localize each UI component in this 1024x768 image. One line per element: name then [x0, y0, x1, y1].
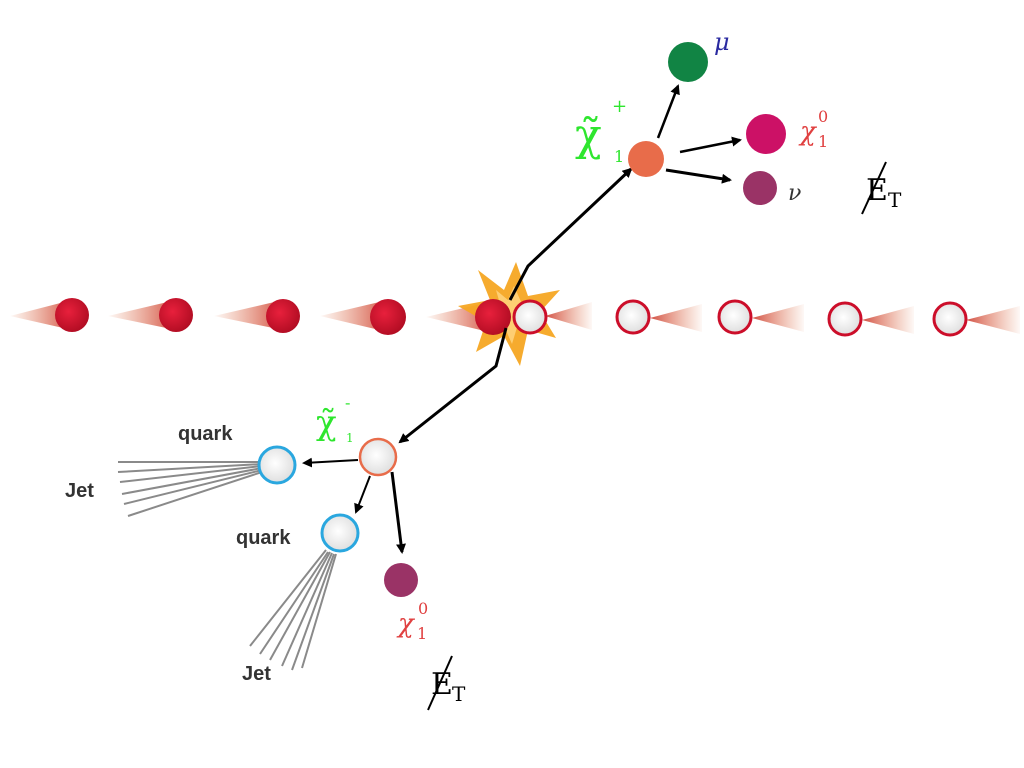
neutralino-label-bottom: χ 1 0 [396, 599, 428, 643]
neutralino-particle-top [746, 114, 786, 154]
missing-et-label-top: E T [861, 161, 902, 215]
colliding-particle-outgoing [512, 299, 548, 335]
svg-text:χ: χ [396, 609, 416, 639]
beam-particle-incoming [108, 298, 193, 332]
svg-text:χ̃: χ̃ [575, 110, 602, 161]
svg-text:0: 0 [818, 107, 828, 126]
muon-particle [668, 42, 708, 82]
neutralino-label-top: χ 1 0 [798, 107, 828, 151]
svg-text:1: 1 [417, 624, 427, 643]
neutralino-track-bottom [390, 471, 406, 554]
chargino-minus-label: χ̃ 1 - [316, 393, 354, 445]
chargino-minus-vertex [358, 437, 398, 477]
jet-spray-lower [249, 549, 337, 671]
svg-text:-: - [345, 393, 350, 412]
jet-spray-upper [117, 461, 263, 517]
beam-particle-incoming [214, 299, 300, 333]
svg-text:χ: χ [798, 117, 818, 147]
chargino-plus-track [508, 167, 633, 301]
svg-text:E: E [866, 173, 888, 208]
quark-track-upper [302, 457, 359, 468]
beam-particle-outgoing [827, 301, 914, 337]
beam-left [10, 298, 493, 335]
chargino-plus-label: χ̃ 1 + [575, 96, 627, 166]
beam-particle-outgoing [615, 299, 702, 335]
neutrino-particle [743, 171, 777, 205]
neutrino-track [665, 168, 732, 184]
muon-label: μ [714, 28, 730, 56]
svg-text:1: 1 [614, 147, 624, 166]
svg-text:1: 1 [818, 132, 828, 151]
chargino-minus-track [398, 327, 508, 444]
svg-text:+: + [612, 96, 627, 117]
beam-right [615, 299, 1020, 337]
neutralino-particle-bottom [384, 563, 418, 597]
quark-particle-lower [320, 513, 360, 553]
missing-et-label-bottom: E T [427, 655, 466, 711]
jet-label-upper: Jet [65, 480, 94, 502]
quark-track-lower [354, 475, 371, 514]
svg-text:1: 1 [346, 431, 354, 445]
neutralino-track [679, 136, 742, 154]
colliding-pair [475, 299, 592, 335]
beam-particle-incoming [10, 298, 89, 332]
lower-decay-branch [117, 327, 508, 671]
beam-particle-incoming [320, 299, 406, 335]
chargino-plus-vertex [628, 141, 664, 177]
upper-decay-branch [508, 42, 786, 301]
beam-particle-outgoing [717, 299, 804, 335]
beam-particle-outgoing [932, 301, 1020, 337]
jet-label-lower: Jet [242, 663, 271, 685]
svg-text:0: 0 [418, 599, 428, 618]
neutrino-label: ν [788, 181, 801, 206]
quark-label-lower: quark [236, 527, 291, 549]
svg-text:T: T [888, 188, 902, 212]
colliding-particle-incoming [475, 299, 511, 335]
quark-label-upper: quark [178, 423, 233, 445]
muon-track [656, 84, 680, 139]
svg-text:χ̃: χ̃ [316, 403, 337, 443]
svg-text:T: T [452, 682, 466, 706]
quark-particle-upper [257, 445, 297, 485]
